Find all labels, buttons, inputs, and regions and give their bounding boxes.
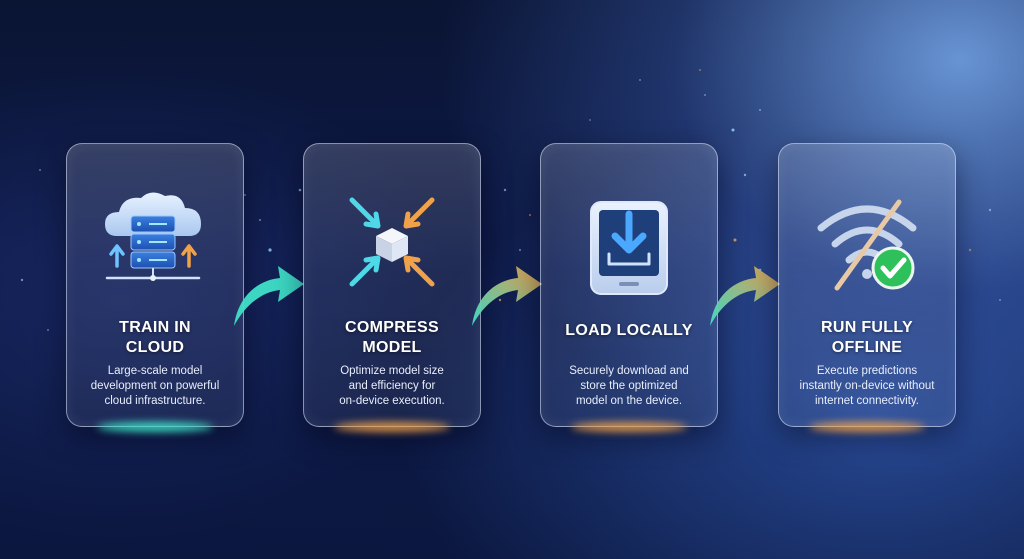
card-glow — [97, 422, 213, 432]
tablet-download-icon — [590, 201, 668, 295]
card-glow — [571, 422, 687, 432]
wifi-off-check-icon — [817, 199, 917, 291]
flow-arrow-2 — [472, 266, 542, 326]
step-title: LOAD LOCALLY — [565, 322, 693, 339]
compress-cube-icon — [349, 197, 435, 287]
flow-arrow-3 — [710, 266, 780, 326]
cloud-server-icon — [105, 192, 201, 281]
card-glow — [334, 422, 450, 432]
flow-arrow-1 — [234, 266, 304, 326]
card-glow — [809, 422, 925, 432]
